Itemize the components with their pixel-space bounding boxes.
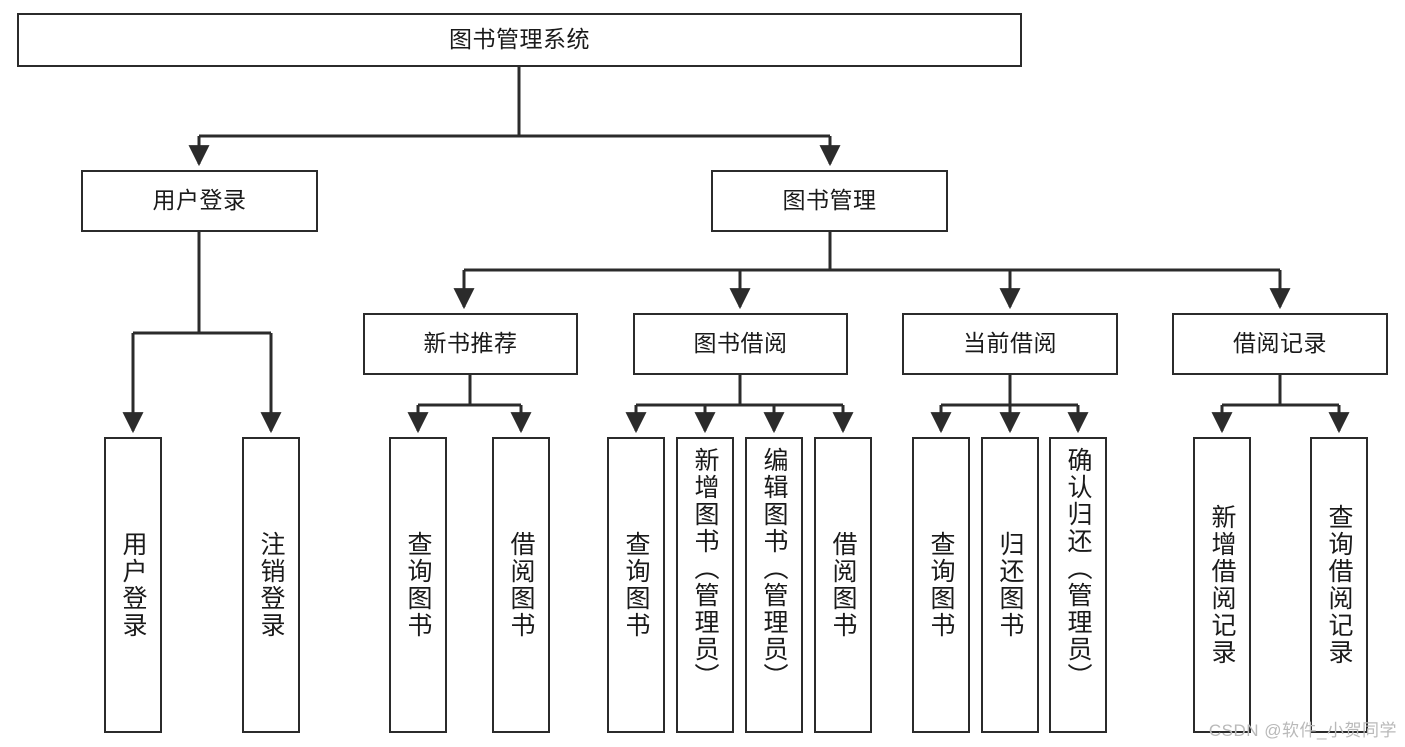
node-leaf-user-login[interactable]: 用户登录: [104, 437, 162, 733]
node-current-borrow[interactable]: 当前借阅: [902, 313, 1118, 375]
node-leaf-edit-book[interactable]: 编辑图书（管理员）: [745, 437, 803, 733]
node-new-book-rec[interactable]: 新书推荐: [363, 313, 578, 375]
node-new-book-rec-label: 新书推荐: [423, 330, 518, 357]
node-leaf-query-book-2[interactable]: 查询图书: [607, 437, 665, 733]
node-leaf-logout-label: 注销登录: [257, 531, 285, 639]
node-book-borrow[interactable]: 图书借阅: [633, 313, 848, 375]
node-leaf-borrow-book-1-label: 借阅图书: [507, 531, 535, 639]
node-leaf-query-book-1-label: 查询图书: [404, 531, 432, 639]
node-leaf-borrow-book-2-label: 借阅图书: [829, 531, 857, 639]
node-borrow-record-label: 借阅记录: [1233, 330, 1327, 357]
node-leaf-user-login-label: 用户登录: [119, 531, 147, 639]
node-leaf-borrow-book-2[interactable]: 借阅图书: [814, 437, 872, 733]
node-book-manage-label: 图书管理: [782, 187, 877, 214]
node-leaf-return-book[interactable]: 归还图书: [981, 437, 1039, 733]
node-leaf-confirm-return-label: 确认归还（管理员）: [1064, 447, 1092, 690]
node-root[interactable]: 图书管理系统: [17, 13, 1022, 67]
node-current-borrow-label: 当前借阅: [963, 330, 1057, 357]
node-leaf-add-record[interactable]: 新增借阅记录: [1193, 437, 1251, 733]
node-book-manage[interactable]: 图书管理: [711, 170, 948, 232]
node-leaf-logout[interactable]: 注销登录: [242, 437, 300, 733]
node-leaf-add-book-label: 新增图书（管理员）: [691, 447, 719, 690]
node-leaf-query-book-3[interactable]: 查询图书: [912, 437, 970, 733]
node-leaf-edit-book-label: 编辑图书（管理员）: [760, 447, 788, 690]
node-user-login-label: 用户登录: [152, 187, 247, 214]
node-leaf-return-book-label: 归还图书: [996, 531, 1024, 639]
node-leaf-query-book-3-label: 查询图书: [927, 531, 955, 639]
node-leaf-add-book[interactable]: 新增图书（管理员）: [676, 437, 734, 733]
node-user-login[interactable]: 用户登录: [81, 170, 318, 232]
node-borrow-record[interactable]: 借阅记录: [1172, 313, 1388, 375]
node-book-borrow-label: 图书借阅: [693, 330, 788, 357]
node-leaf-add-record-label: 新增借阅记录: [1208, 504, 1236, 666]
node-leaf-borrow-book-1[interactable]: 借阅图书: [492, 437, 550, 733]
node-leaf-query-record[interactable]: 查询借阅记录: [1310, 437, 1368, 733]
node-leaf-confirm-return[interactable]: 确认归还（管理员）: [1049, 437, 1107, 733]
node-leaf-query-book-1[interactable]: 查询图书: [389, 437, 447, 733]
node-leaf-query-book-2-label: 查询图书: [622, 531, 650, 639]
node-leaf-query-record-label: 查询借阅记录: [1325, 504, 1353, 666]
node-root-label: 图书管理系统: [449, 26, 590, 53]
